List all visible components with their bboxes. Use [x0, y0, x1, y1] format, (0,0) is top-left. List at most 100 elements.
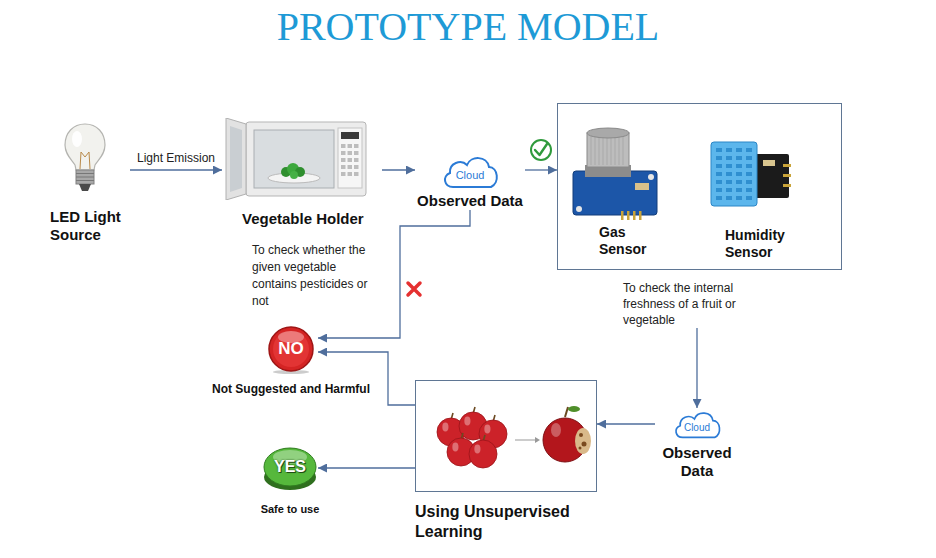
- sensor-mesh: [591, 136, 592, 165]
- light-source: LED Light Source: [50, 122, 130, 244]
- sensor-slot: [736, 196, 742, 200]
- panel-button: [348, 158, 353, 162]
- microwave-body: [246, 122, 366, 196]
- panel-button: [341, 144, 346, 148]
- panel-button: [348, 172, 353, 176]
- connector: [696, 328, 697, 408]
- bulb-thread: [76, 177, 94, 178]
- microwave-door: [226, 118, 246, 200]
- humidity-sensor-picture: [707, 138, 792, 213]
- board-resistor: [635, 183, 649, 190]
- button-caption: Safe to use: [230, 502, 350, 516]
- connector: [318, 467, 415, 468]
- apples-picture: [415, 380, 597, 492]
- sensor-slot: [726, 164, 732, 168]
- board-hole: [576, 206, 582, 212]
- sensor-pin: [627, 211, 630, 220]
- bulb-highlight: [72, 131, 82, 147]
- bulb-filament: [80, 152, 90, 169]
- connector: [130, 169, 222, 170]
- sensor-mesh: [595, 136, 596, 165]
- cross-strokes: [408, 283, 420, 295]
- panel-button: [354, 151, 359, 155]
- panel-button: [354, 165, 359, 169]
- node-label: Humidity Sensor: [725, 227, 799, 261]
- sensor-slot: [726, 148, 732, 152]
- node-label: Observed Data: [655, 444, 739, 480]
- sensor-slot: [746, 196, 752, 200]
- sensor-mesh: [599, 136, 600, 165]
- sensor-slot: [736, 188, 742, 192]
- node-label: Observed Data: [415, 192, 525, 210]
- cross-mark: [408, 283, 420, 295]
- sensor-slot: [726, 172, 732, 176]
- sensor-pin: [783, 164, 791, 167]
- sensor-slot: [726, 180, 732, 184]
- sensor-panel: To check the internal freshness of a fru…: [557, 103, 842, 328]
- sensor-case: [711, 142, 757, 206]
- sensor-slot: [726, 188, 732, 192]
- sensor-slot: [736, 164, 742, 168]
- sensor-slot: [716, 172, 722, 176]
- connector: [318, 352, 415, 405]
- panel-button: [341, 151, 346, 155]
- connector: [597, 423, 655, 424]
- connector: [318, 210, 470, 338]
- cloud-label: Cloud: [671, 408, 723, 434]
- sensor-mesh: [607, 136, 608, 165]
- panel-button: [348, 151, 353, 155]
- connector: [382, 169, 415, 170]
- rot-spot: [579, 447, 582, 450]
- door-window: [230, 126, 242, 192]
- node-label: Gas Sensor: [599, 224, 659, 258]
- cloud-label: Cloud: [439, 152, 501, 182]
- sensor-slot: [716, 180, 722, 184]
- cloud-store: CloudObserved Data: [655, 408, 739, 480]
- cloud-store: CloudObserved Data: [415, 152, 525, 210]
- button-text: YES: [262, 444, 318, 490]
- edge-label: Light Emission: [135, 151, 217, 166]
- apple-bite: [575, 428, 591, 454]
- apple-shine: [464, 417, 470, 426]
- bulb-thread: [76, 180, 94, 181]
- sensor-mesh: [615, 136, 616, 165]
- sensor-slot: [746, 172, 752, 176]
- sensor-slot: [746, 180, 752, 184]
- sensor-slot: [726, 196, 732, 200]
- gas-sensor: Gas Sensor: [569, 125, 664, 258]
- node-label: Using Unsupervised Learning: [415, 502, 590, 542]
- panel-button: [354, 158, 359, 162]
- sensor-slot: [716, 188, 722, 192]
- sensor-slot: [716, 196, 722, 200]
- apple-body: [469, 440, 497, 468]
- sensor-mesh: [619, 136, 620, 165]
- button-caption: Not Suggested and Harmful: [201, 382, 381, 397]
- sensor-slot: [746, 148, 752, 152]
- sensor-slot: [736, 180, 742, 184]
- vegetable: [290, 171, 298, 179]
- sensor-pin: [639, 211, 642, 220]
- apple-leaf: [568, 406, 580, 412]
- vegetable-holder: Vegetable HolderTo check whether the giv…: [222, 118, 382, 310]
- sensor-pin: [783, 184, 791, 187]
- rot-spot: [582, 442, 587, 447]
- sensor-slot: [736, 148, 742, 152]
- check-tick: [535, 144, 547, 155]
- small-arrow: [515, 440, 535, 441]
- sensor-mesh: [623, 136, 624, 165]
- sensor-slot: [736, 172, 742, 176]
- panel-button: [341, 158, 346, 162]
- button-text: NO: [264, 326, 318, 372]
- sensor-pin: [633, 211, 636, 220]
- sensor-mesh: [603, 136, 604, 165]
- panel-display: [341, 132, 359, 139]
- cloud-shape: Cloud: [671, 408, 723, 440]
- reject-button: NONot Suggested and Harmful: [264, 326, 318, 397]
- gas-sensor-picture: [569, 125, 661, 220]
- apple-shine: [484, 425, 490, 434]
- panel-button: [341, 172, 346, 176]
- apple-stem: [565, 407, 568, 417]
